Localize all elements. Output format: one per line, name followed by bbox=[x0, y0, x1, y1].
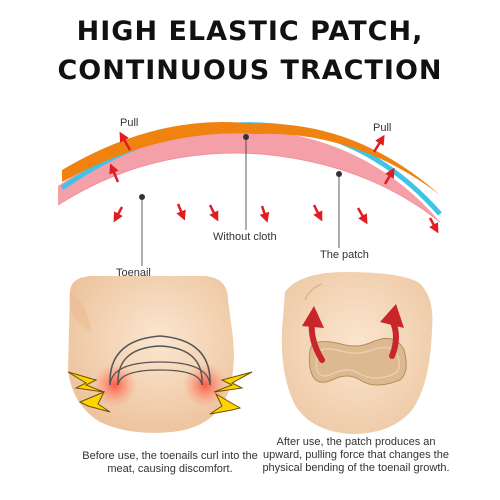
pull-label-left: Pull bbox=[120, 117, 139, 129]
pointer-lines bbox=[138, 133, 342, 266]
after-toe-illustration bbox=[281, 272, 433, 434]
title-line-1: HIGH ELASTIC PATCH, bbox=[76, 16, 424, 47]
the-patch-label: The patch bbox=[320, 249, 369, 261]
pull-label-right: Pull bbox=[373, 122, 392, 134]
pull-arrows bbox=[109, 131, 439, 234]
toenail-band bbox=[58, 129, 440, 222]
patch-band bbox=[62, 121, 440, 195]
pain-spark-right bbox=[209, 371, 253, 415]
before-toe-illustration bbox=[67, 276, 253, 433]
pain-spark-left bbox=[67, 371, 111, 413]
after-caption: After use, the patch produces an upward,… bbox=[262, 436, 450, 474]
upward-arrow-left bbox=[302, 306, 325, 363]
before-caption: Before use, the toenails curl into the m… bbox=[82, 450, 258, 475]
toenail-label: Toenail bbox=[116, 267, 151, 279]
without-cloth-label: Without cloth bbox=[213, 231, 277, 243]
upward-arrow-right bbox=[380, 304, 404, 359]
title-line-2: CONTINUOUS TRACTION bbox=[57, 55, 443, 86]
